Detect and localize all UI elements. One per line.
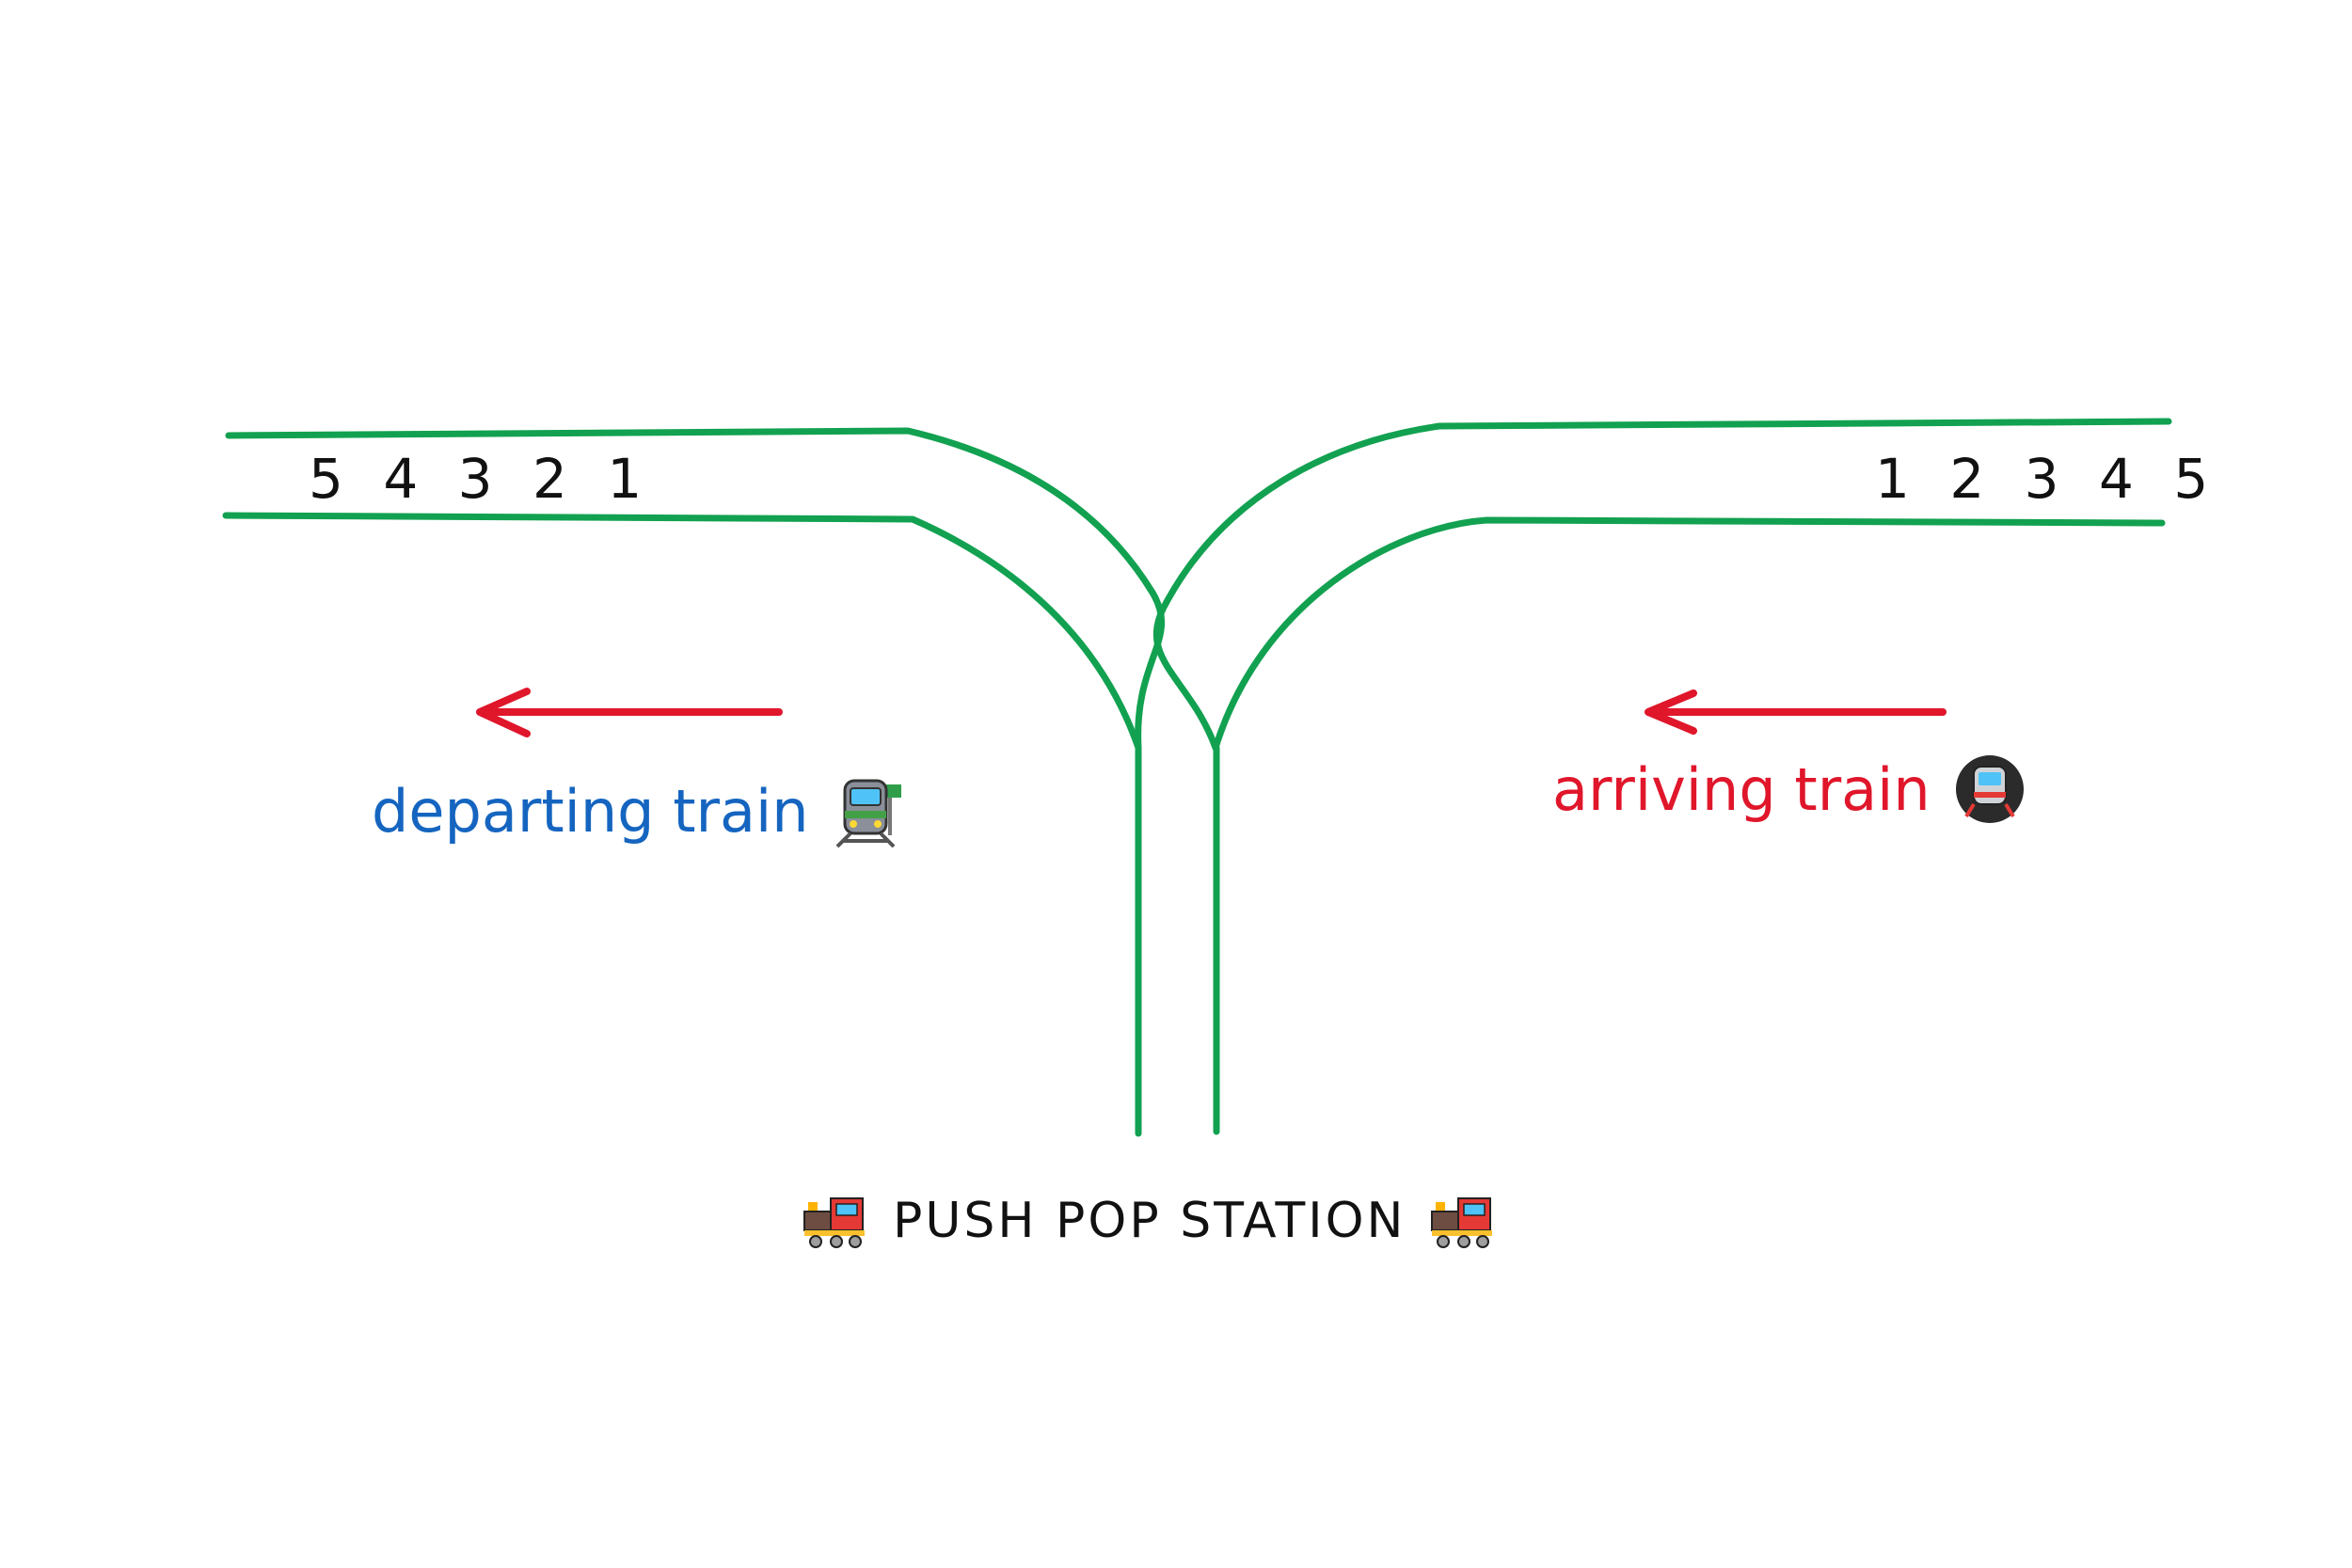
departing-train-text: departing train [372,776,809,846]
right-track-bottom-rail [1212,516,2166,752]
arriving-train-text: arriving train [1552,754,1931,824]
departing-train-label: departing train [372,773,907,848]
left-sequence: 5 4 3 2 1 [309,447,654,511]
left-track-bottom-rail [222,512,1142,752]
light-rail-icon [832,773,907,848]
right-track-top-rail [1152,418,2172,752]
arriving-arrow [1645,689,1947,735]
left-track-top-rail [225,427,1165,752]
departing-arrow [476,688,783,737]
station-title-text: PUSH POP STATION [893,1193,1406,1249]
locomotive-icon [803,1193,868,1249]
station-title: PUSH POP STATION [803,1193,1496,1249]
arriving-train-label: arriving train [1552,752,2026,826]
locomotive-icon [1430,1193,1496,1249]
right-sequence: 1 2 3 4 5 [1875,447,2220,511]
metro-icon [1953,752,2026,826]
